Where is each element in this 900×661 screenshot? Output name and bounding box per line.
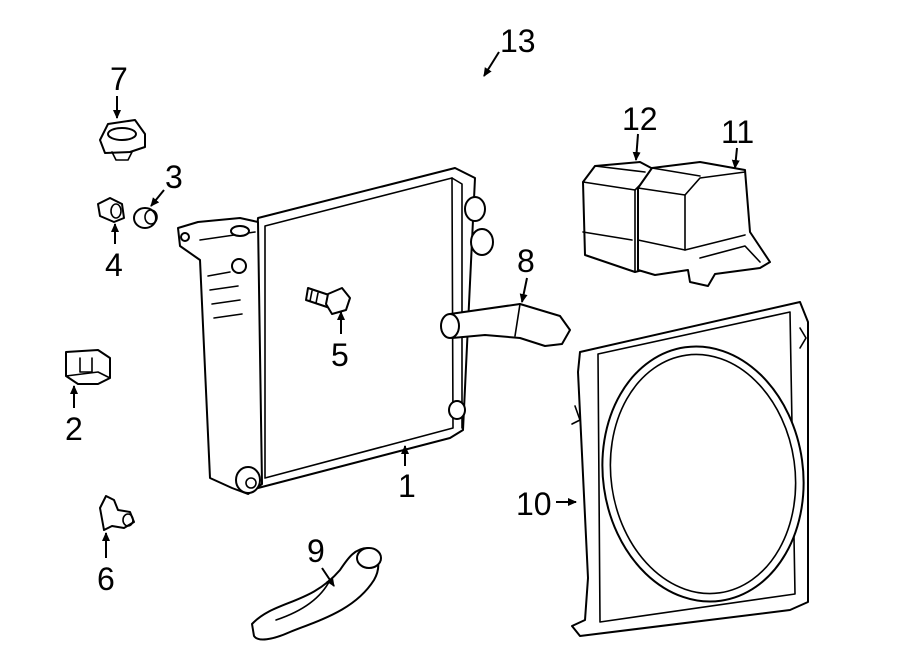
grommet	[97, 197, 125, 223]
callout-5: 5	[331, 337, 349, 373]
callout-leaders	[70, 51, 740, 587]
callout-6: 6	[97, 561, 115, 597]
fan-shroud	[571, 301, 809, 637]
radiator-cap	[99, 119, 146, 161]
radiator-insulator	[65, 349, 111, 385]
callout-7: 7	[110, 61, 128, 97]
reservoir-shroud	[637, 161, 771, 287]
upper-radiator-hose	[440, 303, 571, 347]
callout-11: 11	[721, 114, 754, 150]
drain-plug	[133, 207, 158, 229]
callout-labels: 1 2 3 4 5 6 7 8 9 10 11 12 13	[65, 23, 754, 597]
callout-13: 13	[500, 23, 536, 59]
callout-3: 3	[165, 159, 183, 195]
callout-9: 9	[307, 533, 325, 569]
callout-10: 10	[516, 486, 552, 522]
drain-valve	[99, 495, 135, 531]
callout-1: 1	[398, 468, 416, 504]
callout-12: 12	[622, 101, 658, 137]
lower-radiator-hose	[251, 547, 382, 641]
overflow-hose	[202, 31, 581, 123]
callout-4: 4	[105, 247, 123, 283]
radiator-bolt	[305, 287, 351, 315]
radiator	[177, 167, 494, 495]
callout-8: 8	[517, 243, 535, 279]
callout-2: 2	[65, 411, 83, 447]
